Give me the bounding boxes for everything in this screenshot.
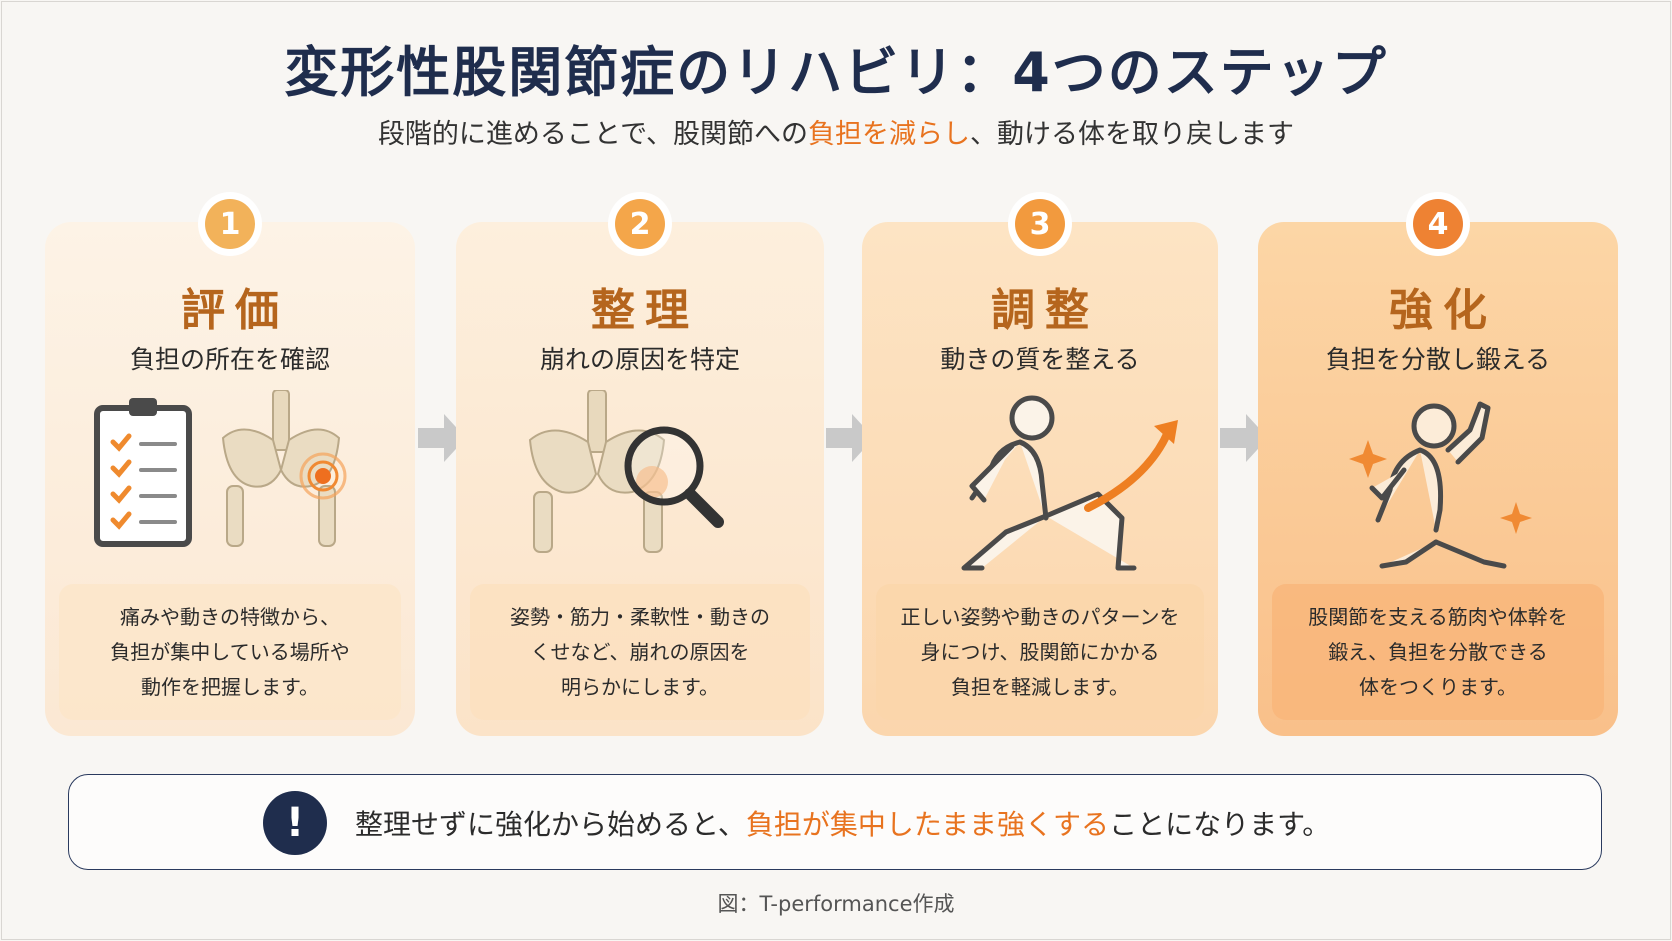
step-desc-2: 姿勢・筋力・柔軟性・動きの くせなど、崩れの原因を 明らかにします。 <box>470 584 810 720</box>
arrow-icon <box>418 414 466 462</box>
step-card-2: 2 整理 崩れの原因を特定 姿勢・筋力・柔軟性・動きの くせなど、崩れの原因を … <box>456 192 824 736</box>
step-desc-4: 股関節を支える筋肉や体幹を 鍛え、負担を分散できる 体をつくります。 <box>1272 584 1604 720</box>
step-subtitle-1: 負担の所在を確認 <box>129 345 330 374</box>
step-card-1: 1 評価 負担の所在を確認 痛みや動きの特徴から、 <box>45 192 415 736</box>
step-card-4: 4 強化 負担を分散し鍛える 股関節を支える筋肉や体幹を 鍛え、負担を分散できる… <box>1258 192 1618 736</box>
step-title-1: 評価 <box>181 285 289 336</box>
step-illustration-2 <box>528 390 724 553</box>
curved-arrow-icon <box>1084 420 1178 512</box>
step-badge-3: 3 <box>1008 192 1072 256</box>
step-badge-4: 4 <box>1406 192 1470 256</box>
warning-note: ! 整理せずに強化から始めると、負担が集中したまま強くすることになります。 <box>68 774 1602 870</box>
step-title-2: 整理 <box>591 285 699 336</box>
step-badge-1: 1 <box>198 192 262 256</box>
page-title: 変形性股関節症のリハビリ：4つのステップ <box>284 41 1388 104</box>
lunging-person-icon <box>961 395 1137 571</box>
pelvis-pain-icon <box>221 390 347 547</box>
step-illustration-4 <box>1349 401 1532 569</box>
step-title-4: 強化 <box>1389 285 1497 336</box>
step-badge-2: 2 <box>608 192 672 256</box>
warning-note-text: 整理せずに強化から始めると、負担が集中したまま強くすることになります。 <box>355 808 1331 841</box>
pelvis-icon <box>528 390 668 553</box>
magnifier-icon <box>624 426 724 528</box>
step-desc-3: 正しい姿勢や動きのパターンを 身につけ、股関節にかかる 負担を軽減します。 <box>876 584 1204 720</box>
figure-caption: 図：T-performance作成 <box>717 892 955 916</box>
step-subtitle-4: 負担を分散し鍛える <box>1325 345 1551 374</box>
page-subtitle: 段階的に進めることで、股関節への負担を減らし、動ける体を取り戻します <box>377 119 1295 150</box>
step-illustration-1 <box>94 390 347 547</box>
step-desc-1: 痛みや動きの特徴から、 負担が集中している場所や 動作を把握します。 <box>59 584 401 720</box>
strong-person-icon <box>1369 401 1507 569</box>
sparkle-icon <box>1349 440 1532 534</box>
exclamation-icon: ! <box>263 791 327 855</box>
step-subtitle-3: 動きの質を整える <box>940 345 1140 374</box>
warning-highlight: 負担が集中したまま強くする <box>745 808 1110 841</box>
arrow-icon <box>1220 414 1268 462</box>
step-subtitle-2: 崩れの原因を特定 <box>539 345 740 374</box>
clipboard-checklist-icon <box>94 398 192 547</box>
step-card-3: 3 調整 動きの質を整える 正しい姿勢や動きのパターンを 身につけ、股関節にかか… <box>862 192 1218 736</box>
step-title-3: 調整 <box>991 285 1099 336</box>
subtitle-highlight: 負担を減らし <box>808 119 971 150</box>
step-illustration-3 <box>961 395 1178 571</box>
